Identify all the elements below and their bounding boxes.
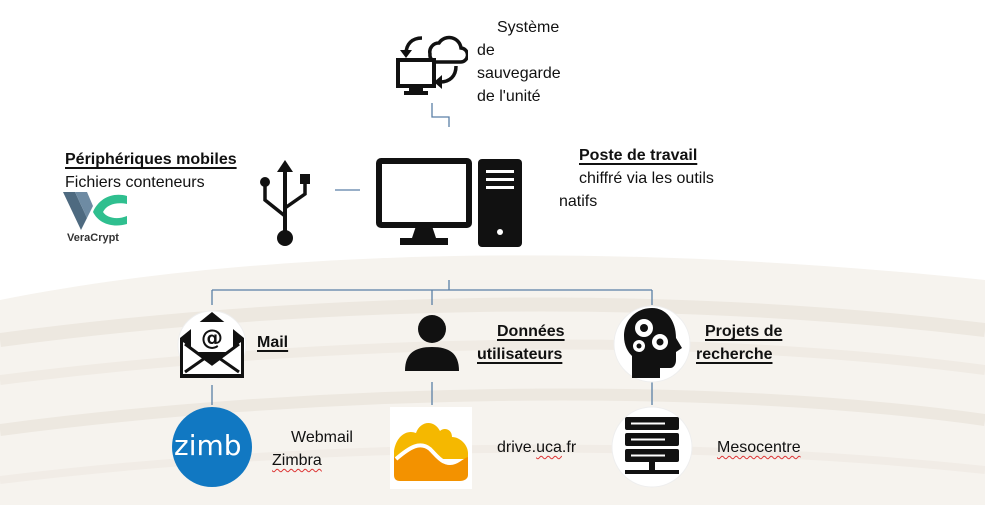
drive-logo — [390, 407, 472, 489]
research-head-icon — [612, 304, 692, 384]
mail-icon: @ — [177, 308, 247, 382]
server-icon — [611, 406, 693, 488]
mail-label: Mail — [257, 334, 289, 351]
zimbra-logo: zimb — [172, 407, 252, 487]
user-data-label: Données utilisateurs — [477, 323, 565, 363]
research-label: Projets de recherche — [696, 323, 783, 363]
veracrypt-logo-mark — [63, 192, 127, 230]
webmail-label: Webmail Zimbra — [272, 429, 353, 469]
mobile-devices-label: Périphériques mobiles Fichiers conteneur… — [65, 148, 237, 194]
drive-label: drive.uca.fr — [497, 439, 577, 456]
veracrypt-logo: VeraCrypt — [63, 192, 133, 248]
workstation-title: Poste de travail — [579, 147, 698, 164]
backup-label: Système de sauvegarde de l'unité — [477, 19, 561, 105]
mesocentre-label: Mesocentre — [717, 439, 801, 456]
user-icon — [403, 313, 461, 373]
veracrypt-logo-text: VeraCrypt — [67, 232, 119, 244]
usb-icon — [257, 158, 313, 248]
zimbra-logo-text: zimb — [174, 429, 242, 462]
workstation-icon — [376, 158, 524, 248]
svg-text:@: @ — [201, 326, 223, 351]
backup-sync-icon — [396, 28, 468, 100]
workstation-label: Poste de travail chiffré via les outils … — [559, 144, 714, 213]
mobile-devices-title: Périphériques mobiles — [65, 151, 237, 168]
mobile-devices-subtitle: Fichiers conteneurs — [65, 174, 205, 191]
